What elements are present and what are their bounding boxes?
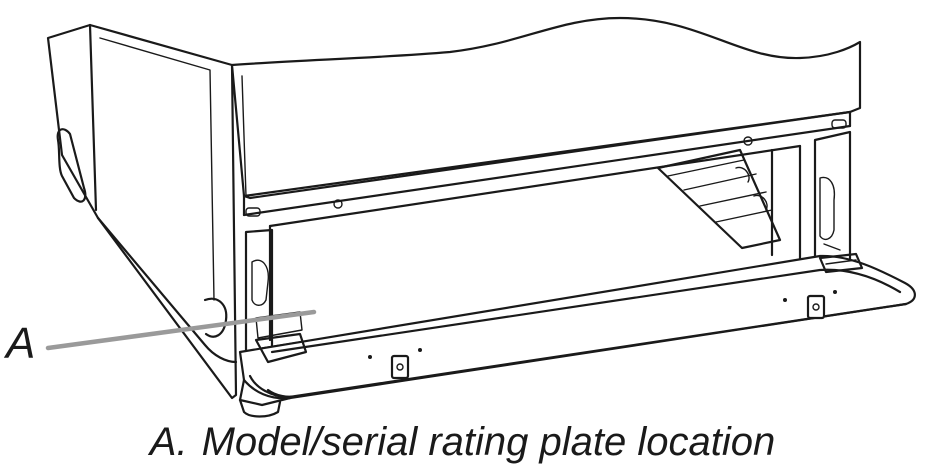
figure-caption: A. Model/serial rating plate location bbox=[0, 420, 925, 464]
callout-leader-line bbox=[45, 309, 317, 351]
caption-letter: A. bbox=[149, 420, 188, 464]
drawer-cavity bbox=[244, 130, 852, 354]
callout-label-a: A bbox=[6, 319, 36, 368]
hinge-left bbox=[254, 332, 308, 364]
screw-icon bbox=[743, 136, 753, 146]
side-grip-cutout bbox=[56, 128, 87, 203]
screw-icon bbox=[333, 199, 343, 209]
cabinet-left-side bbox=[46, 23, 238, 400]
caption-text: Model/serial rating plate location bbox=[201, 420, 776, 464]
drawer-clip bbox=[806, 294, 826, 320]
drawer-front bbox=[238, 252, 916, 418]
hinge-right bbox=[818, 252, 864, 274]
top-cover bbox=[230, 16, 862, 217]
drawer-clip bbox=[390, 354, 410, 380]
drawer-rail bbox=[656, 148, 782, 250]
